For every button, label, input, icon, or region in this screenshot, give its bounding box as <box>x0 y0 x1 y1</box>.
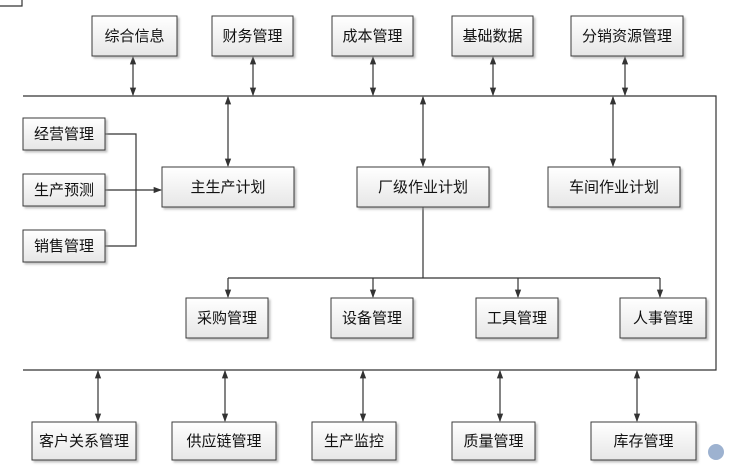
module-box <box>22 117 106 151</box>
system-bus <box>23 95 717 371</box>
module-label: 客户关系管理 <box>39 432 129 450</box>
resource-box: 工具管理 <box>475 297 559 339</box>
module-box <box>330 297 414 339</box>
bottom-module-box: 库存管理 <box>590 421 697 461</box>
top-module-box: 财务管理 <box>211 15 294 57</box>
module-box <box>590 421 697 461</box>
module-label: 采购管理 <box>197 309 257 327</box>
module-box <box>356 166 490 208</box>
input-module-box: 经营管理 <box>22 117 106 151</box>
module-label: 厂级作业计划 <box>378 178 468 196</box>
module-label: 生产预测 <box>34 181 94 199</box>
module-box <box>211 15 294 57</box>
module-box <box>547 166 681 208</box>
module-box <box>311 421 397 461</box>
module-label: 综合信息 <box>104 27 164 45</box>
module-box <box>451 421 536 461</box>
module-label: 质量管理 <box>463 432 523 450</box>
input-module-box: 生产预测 <box>22 173 106 207</box>
module-box <box>570 15 684 57</box>
bottom-module-box: 客户关系管理 <box>31 421 137 461</box>
resource-box: 采购管理 <box>185 297 269 339</box>
module-label: 主生产计划 <box>190 178 265 196</box>
bottom-module-box: 供应链管理 <box>171 421 277 461</box>
top-module-box: 综合信息 <box>91 15 178 57</box>
plan-box: 主生产计划 <box>161 166 295 208</box>
module-label: 分销资源管理 <box>582 27 672 45</box>
bottom-module-box: 生产监控 <box>311 421 397 461</box>
module-label: 基础数据 <box>462 27 522 45</box>
module-box <box>185 297 269 339</box>
watermark-logo-icon <box>708 444 724 460</box>
module-label: 库存管理 <box>613 432 673 450</box>
corner-mark <box>0 0 23 7</box>
top-module-box: 基础数据 <box>451 15 534 57</box>
module-label: 成本管理 <box>342 27 402 45</box>
module-box <box>161 166 295 208</box>
module-label: 工具管理 <box>487 309 547 327</box>
resource-box: 人事管理 <box>619 297 707 339</box>
module-box <box>22 229 106 263</box>
top-module-box: 分销资源管理 <box>570 15 684 57</box>
module-label: 生产监控 <box>324 432 384 450</box>
resource-box: 设备管理 <box>330 297 414 339</box>
input-module-box: 销售管理 <box>22 229 106 263</box>
module-label: 供应链管理 <box>186 432 261 450</box>
module-label: 车间作业计划 <box>569 178 659 196</box>
module-box <box>171 421 277 461</box>
connectors <box>94 55 664 423</box>
module-box <box>91 15 178 57</box>
module-box <box>31 421 137 461</box>
plan-box: 厂级作业计划 <box>356 166 490 208</box>
module-box <box>331 15 414 57</box>
module-label: 经营管理 <box>34 125 94 143</box>
bottom-module-box: 质量管理 <box>451 421 536 461</box>
watermark <box>708 444 724 460</box>
top-module-box: 成本管理 <box>331 15 414 57</box>
module-box <box>22 173 106 207</box>
module-label: 人事管理 <box>633 309 693 327</box>
module-label: 设备管理 <box>342 309 402 327</box>
module-box <box>619 297 707 339</box>
plan-box: 车间作业计划 <box>547 166 681 208</box>
module-box <box>451 15 534 57</box>
module-label: 财务管理 <box>222 27 282 45</box>
module-box <box>475 297 559 339</box>
module-label: 销售管理 <box>34 237 94 255</box>
